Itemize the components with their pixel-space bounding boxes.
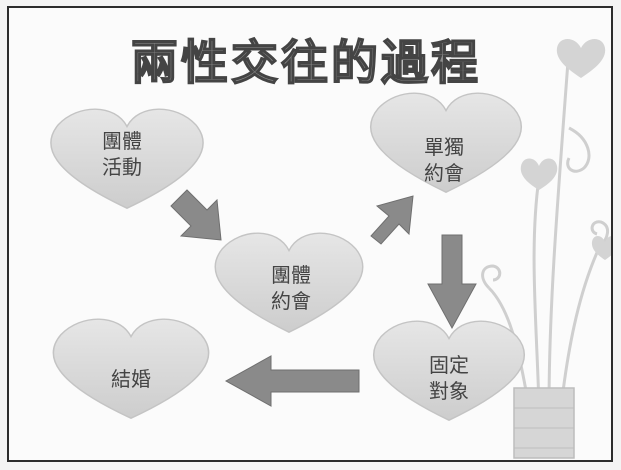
- arrow-steady-partner-to-marriage: [224, 355, 360, 407]
- arrow-single-date-to-steady-partner: [427, 234, 477, 330]
- node-label-marriage: 結婚: [111, 367, 151, 391]
- arrow-group-date-to-single-date: [370, 195, 414, 245]
- node-label-single-date: 單獨約會: [424, 135, 464, 185]
- node-label-group-date: 團體約會: [271, 263, 311, 313]
- arrow-activity-to-group-date: [170, 189, 222, 241]
- node-label-group-activity: 團體活動: [102, 129, 142, 179]
- decorative-small-hearts: [520, 39, 611, 260]
- slide-frame: 兩性交往的過程: [7, 6, 613, 462]
- page-title: 兩性交往的過程: [130, 35, 481, 92]
- diagram-graphics: [50, 39, 611, 459]
- decorative-vase: [513, 387, 575, 459]
- node-label-steady-partner: 固定對象: [429, 353, 469, 403]
